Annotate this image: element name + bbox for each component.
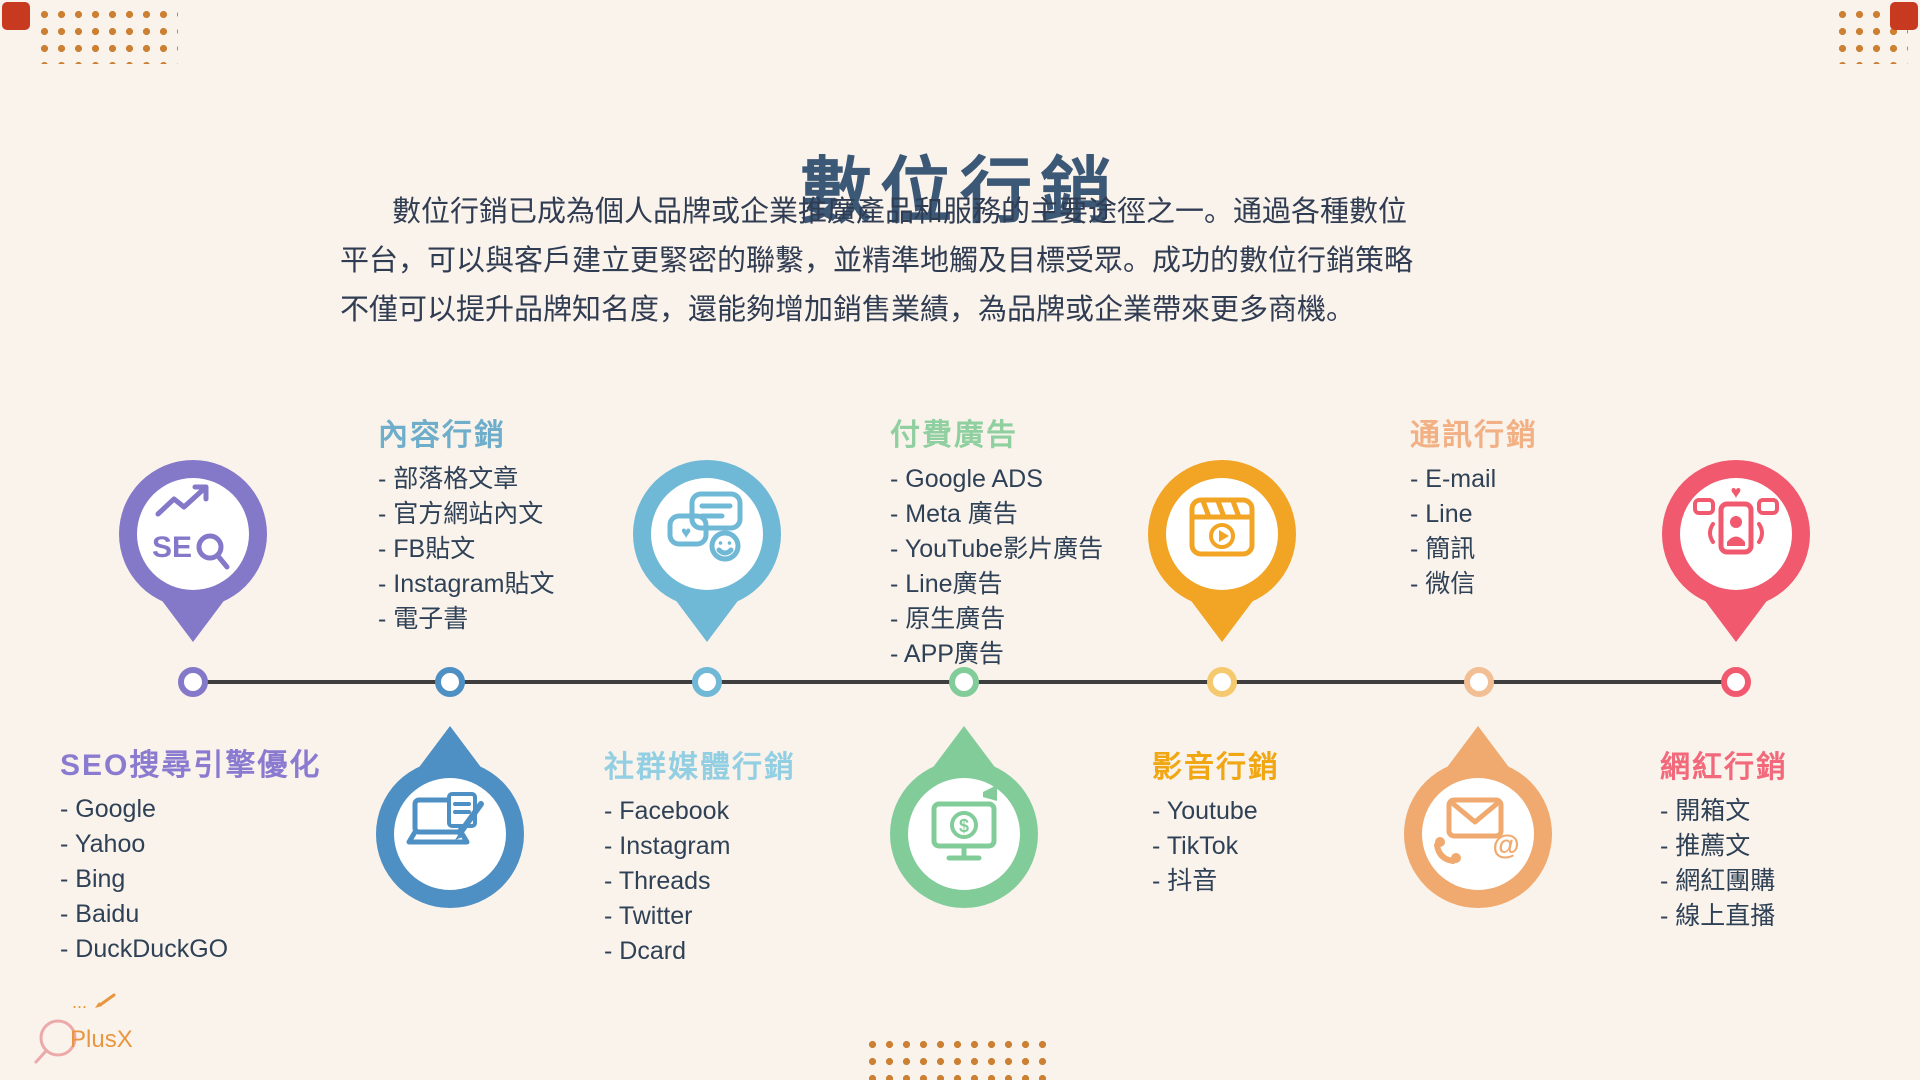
svg-text:...: ...	[72, 992, 87, 1012]
category-title: 內容行銷	[378, 419, 506, 452]
pin-content	[365, 724, 535, 914]
category-items: Google ADS Meta 廣告 YouTube影片廣告 Line廣告 原生…	[890, 462, 1103, 672]
list-item: Threads	[604, 864, 796, 899]
category-title: 付費廣告	[890, 419, 1018, 452]
category-title: 影音行銷	[1152, 751, 1280, 784]
logo: ... PlusX	[28, 990, 168, 1080]
list-item: Line	[1410, 497, 1538, 532]
dot-grid-top-left	[36, 6, 178, 64]
list-item: Bing	[60, 862, 321, 897]
timeline-node-content	[435, 667, 465, 697]
list-item: 網紅團購	[1660, 864, 1788, 899]
list-item: Instagram貼文	[378, 567, 554, 602]
envelope-at-icon: @	[1434, 797, 1520, 864]
timeline-node-comm	[1464, 667, 1494, 697]
intro-line: 不僅可以提升品牌知名度，還能夠增加銷售業績，為品牌或企業帶來更多商機。	[340, 294, 1356, 326]
category-items: 開箱文 推薦文 網紅團購 線上直播	[1660, 794, 1788, 934]
list-item: Baidu	[60, 897, 321, 932]
list-item: 部落格文章	[378, 462, 554, 497]
list-item: Facebook	[604, 794, 796, 829]
dot-grid-bottom	[864, 1036, 1050, 1080]
seo-magnifier-icon: SE	[152, 484, 230, 570]
list-item: Instagram	[604, 829, 796, 864]
list-item: 電子書	[378, 602, 554, 637]
pin-paid: $	[879, 724, 1049, 914]
list-item: Line廣告	[890, 567, 1103, 602]
category-social: 社群媒體行銷 Facebook Instagram Threads Twitte…	[604, 742, 796, 969]
page-title: 數位行銷	[799, 152, 1120, 233]
timeline-node-influencer	[1721, 667, 1751, 697]
list-item: DuckDuckGO	[60, 932, 321, 967]
category-influencer: 網紅行銷 開箱文 推薦文 網紅團購 線上直播	[1660, 742, 1788, 934]
svg-text:♥: ♥	[681, 523, 691, 542]
pin-social: ♥	[622, 454, 792, 644]
list-item: YouTube影片廣告	[890, 532, 1103, 567]
category-items: E-mail Line 簡訊 微信	[1410, 462, 1538, 602]
list-item: 原生廣告	[890, 602, 1103, 637]
list-item: Youtube	[1152, 794, 1280, 829]
pin-comm: @	[1393, 724, 1563, 914]
list-item: Meta 廣告	[890, 497, 1103, 532]
laptop-pen-icon	[406, 792, 484, 845]
pin-influencer: ♥	[1651, 454, 1821, 644]
svg-text:@: @	[1492, 829, 1519, 860]
clapperboard-icon	[1189, 497, 1255, 557]
timeline-node-seo	[178, 667, 208, 697]
category-items: 部落格文章 官方網站內文 FB貼文 Instagram貼文 電子書	[378, 462, 554, 637]
list-item: 抖音	[1152, 864, 1280, 899]
intro-line: 數位行銷已成為個人品牌或企業推廣產品和服務的主要途徑之一。通過各種數位	[392, 196, 1408, 228]
list-item: 開箱文	[1660, 794, 1788, 829]
logo-magnifier-icon	[34, 1019, 77, 1064]
list-item: Google	[60, 792, 321, 827]
list-item: 官方網站內文	[378, 497, 554, 532]
list-item: TikTok	[1152, 829, 1280, 864]
timeline-node-video	[1207, 667, 1237, 697]
timeline-node-social	[692, 667, 722, 697]
list-item: E-mail	[1410, 462, 1538, 497]
list-item: APP廣告	[890, 637, 1103, 672]
category-title: 網紅行銷	[1660, 751, 1788, 784]
category-items: Facebook Instagram Threads Twitter Dcard	[604, 794, 796, 969]
category-title: 通訊行銷	[1410, 419, 1538, 452]
category-items: Google Yahoo Bing Baidu DuckDuckGO	[60, 792, 321, 967]
intro-paragraph: 數位行銷已成為個人品牌或企業推廣產品和服務的主要途徑之一。通過各種數位 平台，可…	[340, 188, 1600, 335]
logo-pencil-icon: ...	[72, 992, 116, 1012]
category-paid: 付費廣告 Google ADS Meta 廣告 YouTube影片廣告 Line…	[890, 410, 1103, 672]
category-comm: 通訊行銷 E-mail Line 簡訊 微信	[1410, 410, 1538, 602]
monitor-money-icon: $	[931, 785, 997, 861]
svg-text:♥: ♥	[1731, 482, 1742, 502]
list-item: Dcard	[604, 934, 796, 969]
intro-line: 平台，可以與客戶建立更緊密的聯繫，並精準地觸及目標受眾。成功的數位行銷策略	[340, 245, 1414, 277]
category-content: 內容行銷 部落格文章 官方網站內文 FB貼文 Instagram貼文 電子書	[378, 410, 554, 637]
svg-text:$: $	[959, 816, 969, 836]
list-item: FB貼文	[378, 532, 554, 567]
list-item: Twitter	[604, 899, 796, 934]
pin-seo: SE	[108, 454, 278, 644]
list-item: 推薦文	[1660, 829, 1788, 864]
list-item: 簡訊	[1410, 532, 1538, 567]
category-items: Youtube TikTok 抖音	[1152, 794, 1280, 899]
smartphone-social-icon: ♥	[1693, 482, 1779, 555]
chat-bubbles-icon: ♥	[667, 491, 743, 562]
corner-square-top-right	[1890, 2, 1918, 30]
category-video: 影音行銷 Youtube TikTok 抖音	[1152, 742, 1280, 899]
list-item: Google ADS	[890, 462, 1103, 497]
category-title: SEO搜尋引擎優化	[60, 749, 322, 782]
pin-video	[1137, 454, 1307, 644]
category-title: 社群媒體行銷	[604, 751, 796, 784]
list-item: 微信	[1410, 567, 1538, 602]
category-seo: SEO搜尋引擎優化 Google Yahoo Bing Baidu DuckDu…	[60, 740, 321, 967]
logo-text: PlusX	[70, 1026, 133, 1053]
svg-text:SE: SE	[152, 531, 192, 564]
corner-square-top-left	[2, 2, 30, 30]
list-item: 線上直播	[1660, 899, 1788, 934]
list-item: Yahoo	[60, 827, 321, 862]
